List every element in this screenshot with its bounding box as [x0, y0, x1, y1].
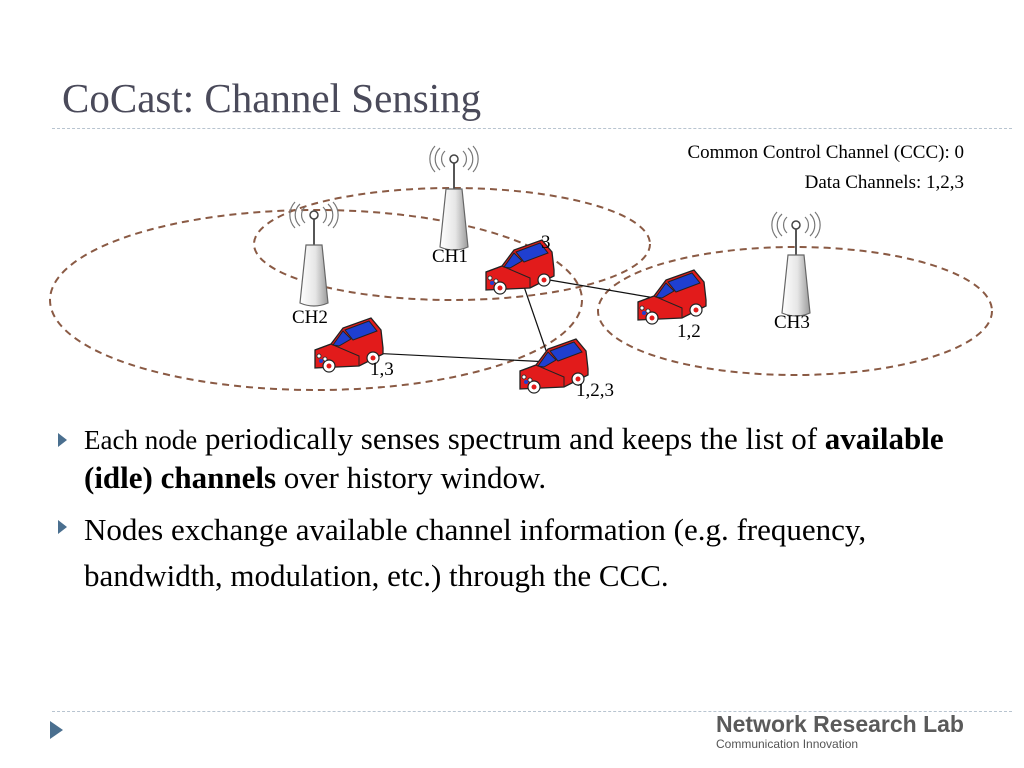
tower-ch3-label: CH3 — [774, 312, 810, 333]
tower-ch1-icon — [428, 145, 480, 251]
lab-name: Network Research Lab — [716, 711, 964, 737]
ch3-coverage — [597, 246, 993, 376]
slide-title: CoCast: Channel Sensing — [62, 75, 482, 121]
bullet-item-2: Nodes exchange available channel informa… — [52, 507, 982, 599]
bullet-arrow-icon — [58, 433, 67, 447]
ch1-coverage — [253, 187, 651, 301]
bullet-1-tail: over history window. — [276, 460, 547, 495]
bullet-item-1: Each node periodically senses spectrum a… — [52, 420, 982, 497]
bullet-1-lead: Each node — [84, 425, 198, 455]
footer-arrow-icon — [50, 721, 63, 739]
data-channels-label: Data Channels: 1,2,3 — [805, 172, 964, 193]
ch2-coverage — [49, 209, 583, 391]
node-2-channels: 1,2 — [677, 321, 701, 342]
tower-ch2-label: CH2 — [292, 307, 328, 328]
node-1-channels: 3 — [541, 232, 551, 253]
tower-ch2-icon — [288, 201, 340, 307]
bullet-2-text: Nodes exchange available channel informa… — [84, 512, 867, 593]
bullet-1-emphasis: available (idle) channels — [84, 421, 944, 495]
node-3-channels: 1,3 — [370, 359, 394, 380]
title-divider — [52, 128, 1012, 129]
footer-divider — [52, 711, 1012, 712]
node-4-channels: 1,2,3 — [576, 380, 614, 401]
link-n1-n4 — [519, 274, 551, 363]
lab-tagline: Communication Innovation — [716, 737, 859, 751]
bullet-arrow-icon — [58, 520, 67, 534]
bullet-1-body: periodically senses spectrum and keeps t… — [197, 421, 825, 456]
network-diagram: CH1 CH2 CH3 3 1,2 1,3 1,2,3 Common Contr… — [49, 142, 993, 401]
bullet-1-text: Each node periodically senses spectrum a… — [84, 421, 944, 495]
tower-ch3-icon — [770, 211, 822, 317]
ccc-label: Common Control Channel (CCC): 0 — [687, 142, 964, 163]
tower-ch1-label: CH1 — [432, 246, 468, 267]
bullet-list: Each node periodically senses spectrum a… — [52, 420, 982, 609]
